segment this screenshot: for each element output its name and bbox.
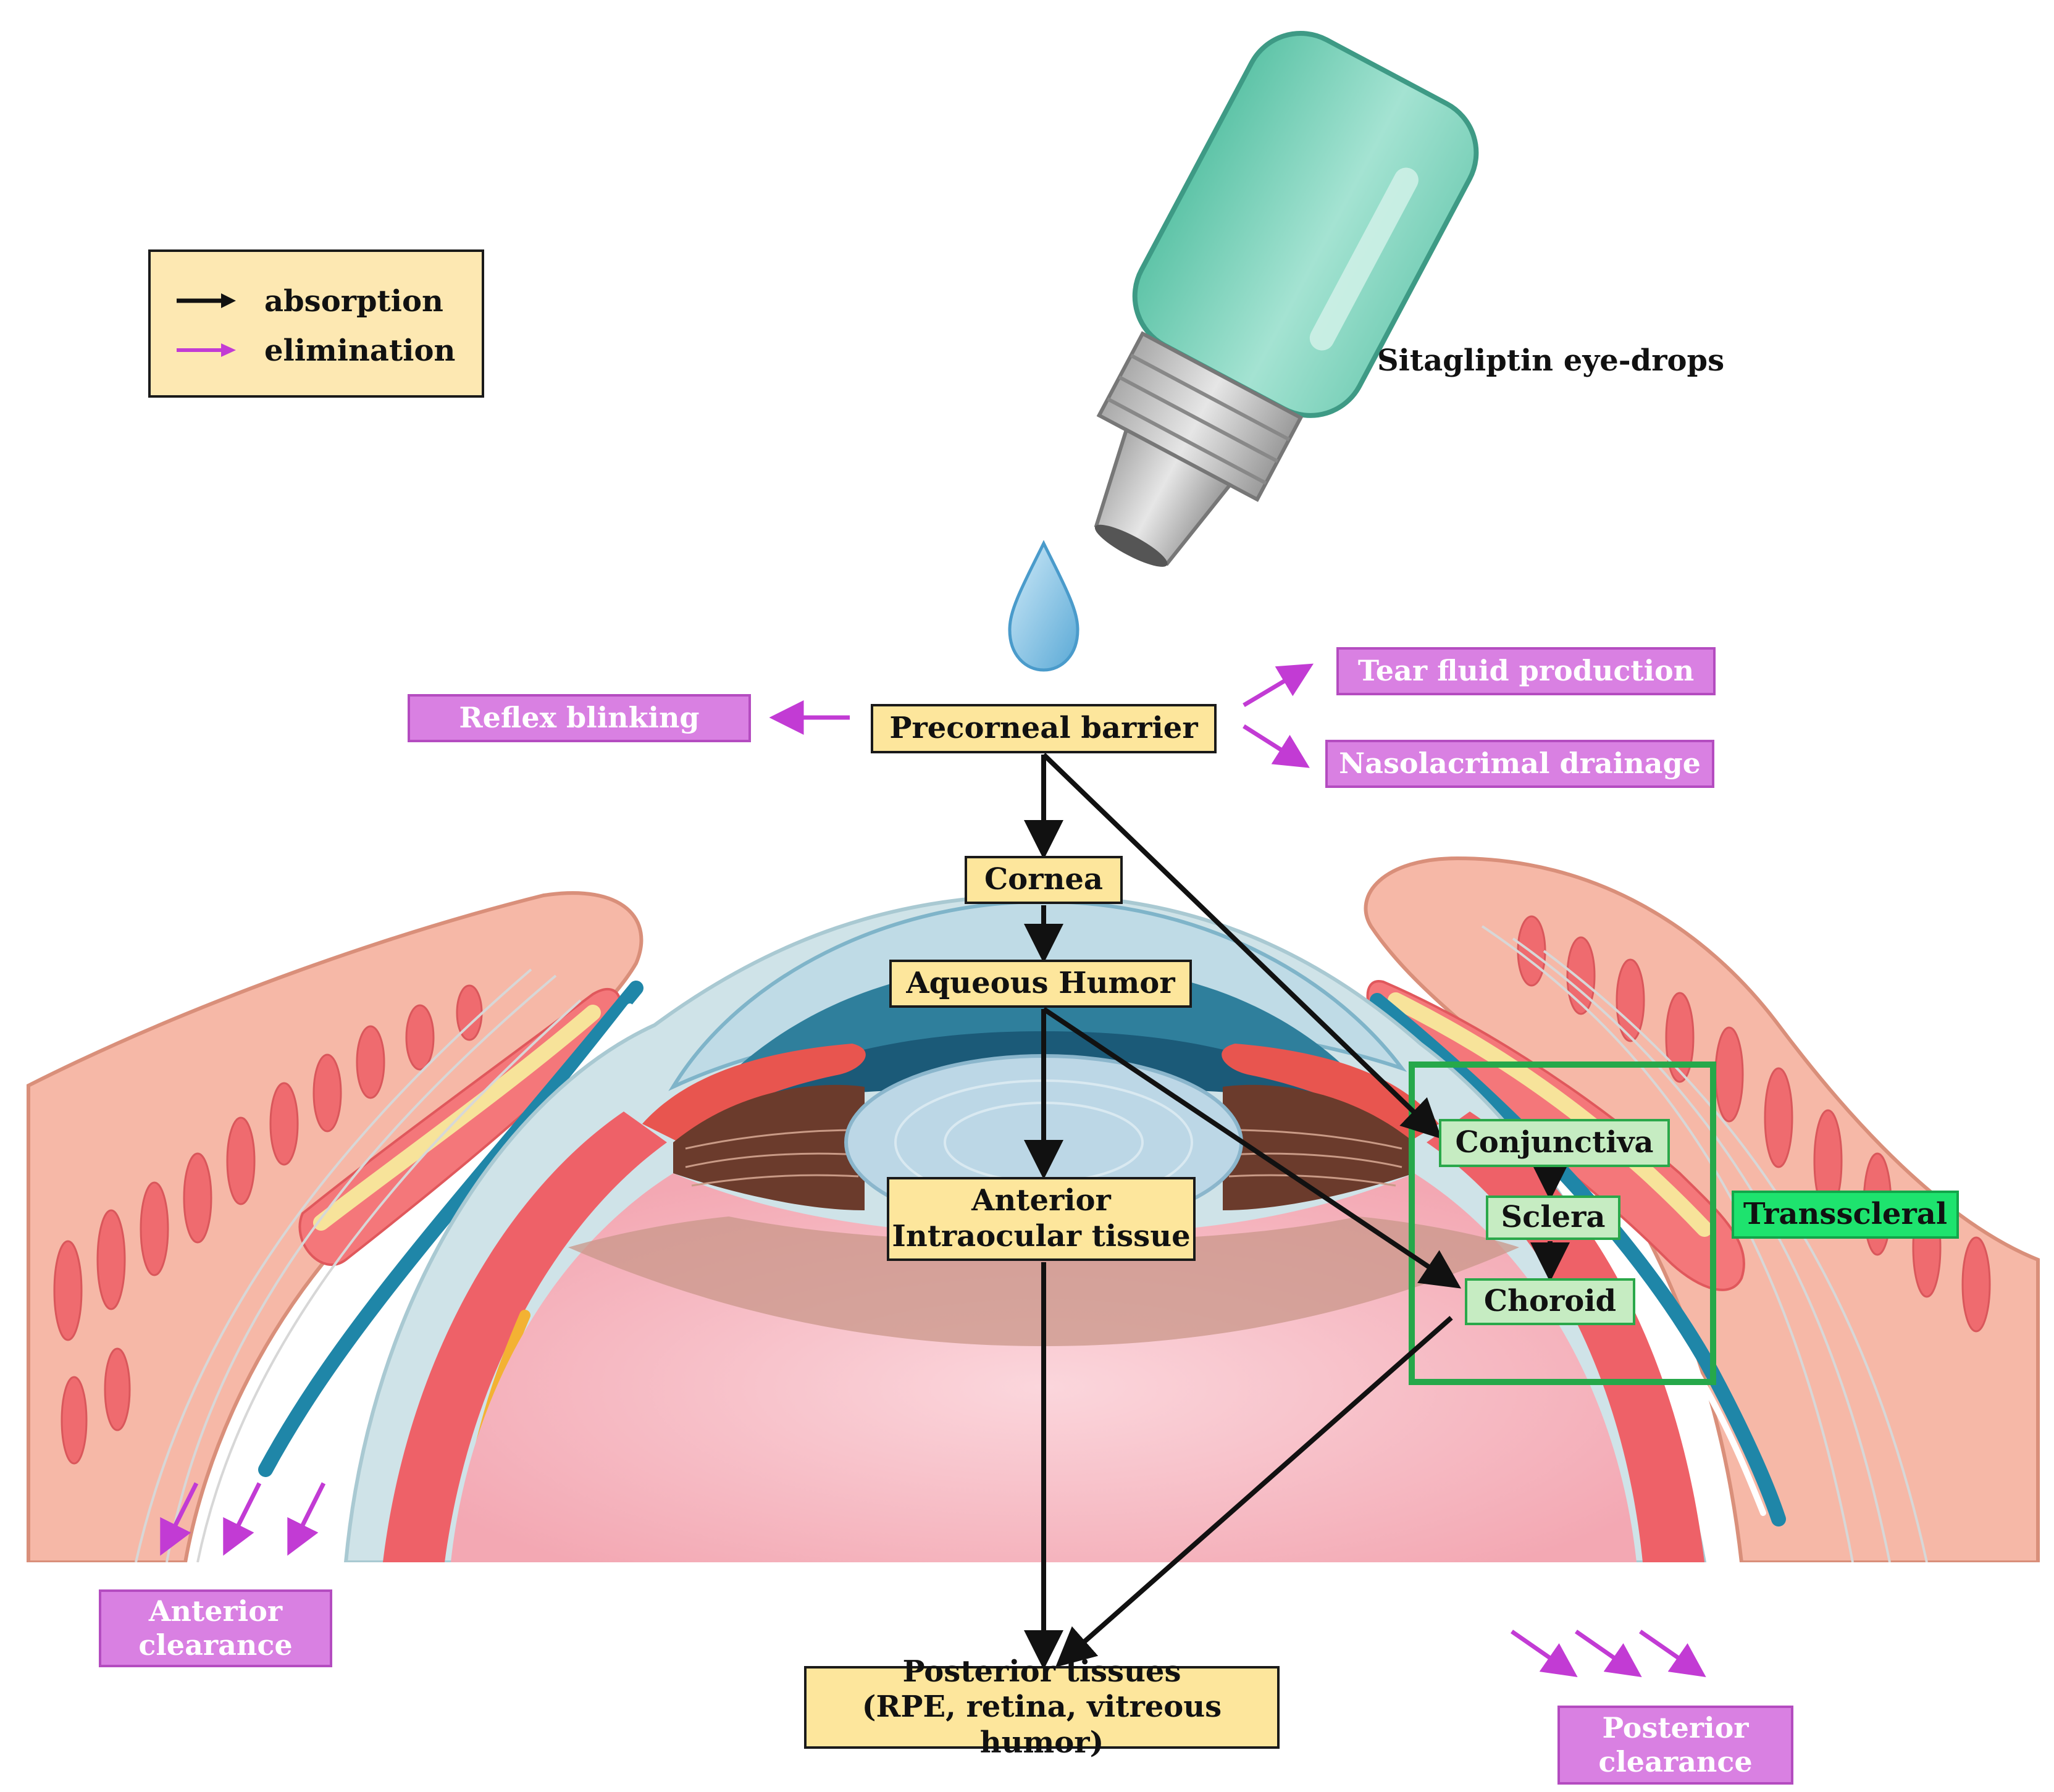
sclera-box: Sclera bbox=[1486, 1195, 1620, 1240]
legend-elimination: elimination bbox=[151, 331, 482, 368]
arrow-anterior-clearance-2 bbox=[223, 1482, 262, 1556]
arrow-posterior-clearance-1 bbox=[1511, 1630, 1578, 1677]
choroid-label: Choroid bbox=[1483, 1284, 1617, 1319]
posterior-clearance-line2: clearance bbox=[1598, 1745, 1753, 1778]
arrow-choroid-to-posterior bbox=[1055, 1316, 1453, 1667]
posterior-label-line2: (RPE, retina, vitreous humor) bbox=[861, 1689, 1222, 1760]
arrow-aqueous-to-choroid bbox=[1042, 1007, 1461, 1289]
posterior-label-line1: Posterior tissues bbox=[902, 1654, 1181, 1689]
upper-left-eyelid bbox=[27, 891, 643, 1564]
arrow-anterior-clearance-1 bbox=[160, 1482, 199, 1556]
posterior-clearance-line1: Posterior bbox=[1602, 1710, 1749, 1744]
nasolacrimal-box: Nasolacrimal drainage bbox=[1325, 740, 1714, 788]
cornea-label: Cornea bbox=[984, 862, 1104, 897]
aqueous-humor-box: Aqueous Humor bbox=[889, 960, 1192, 1008]
anterior-clearance-line2: clearance bbox=[138, 1628, 293, 1662]
product-label: Sitagliptin eye-drops bbox=[1377, 343, 1725, 378]
legend-elimination-label: elimination bbox=[264, 333, 456, 368]
tear-fluid-label: Tear fluid production bbox=[1357, 654, 1695, 688]
posterior-clearance-box: Posterior clearance bbox=[1557, 1706, 1793, 1785]
transscleral-frame bbox=[1409, 1061, 1716, 1385]
choroid-box: Choroid bbox=[1465, 1278, 1635, 1325]
reflex-blinking-label: Reflex blinking bbox=[459, 701, 700, 735]
cornea-box: Cornea bbox=[965, 856, 1123, 904]
arrow-anterior-clearance-3 bbox=[287, 1482, 326, 1556]
legend-absorption: absorption bbox=[151, 282, 482, 319]
anterior-clearance-box: Anterior clearance bbox=[99, 1589, 332, 1667]
anterior-clearance-line1: Anterior bbox=[148, 1594, 283, 1628]
arrow-precorneal-to-conjunctiva bbox=[1042, 753, 1442, 1139]
absorption-arrows bbox=[1024, 753, 1570, 1670]
anterior-intraocular-box: Anterior Intraocular tissue bbox=[887, 1177, 1196, 1261]
arrow-posterior-clearance-2 bbox=[1575, 1630, 1642, 1677]
precorneal-barrier-box: Precorneal barrier bbox=[871, 704, 1217, 753]
aqueous-humor-label: Aqueous Humor bbox=[906, 966, 1175, 1001]
eye-drop-bottle bbox=[1094, 31, 1479, 567]
precorneal-barrier-label: Precorneal barrier bbox=[889, 711, 1198, 746]
arrow-to-tear-fluid bbox=[1243, 663, 1314, 708]
sclera-label: Sclera bbox=[1501, 1200, 1606, 1235]
transscleral-label: Transscleral bbox=[1743, 1197, 1948, 1232]
legend: absorption elimination bbox=[148, 249, 484, 398]
elimination-arrows bbox=[160, 663, 1706, 1677]
arrow-to-nasolacrimal bbox=[1243, 724, 1310, 768]
anterior-label-line2: Intraocular tissue bbox=[892, 1219, 1191, 1254]
nasolacrimal-label: Nasolacrimal drainage bbox=[1339, 747, 1701, 781]
transscleral-label-box: Transscleral bbox=[1732, 1191, 1959, 1239]
anterior-label-line1: Anterior bbox=[971, 1183, 1111, 1218]
eye-drop-icon bbox=[1008, 540, 1079, 672]
posterior-tissues-box: Posterior tissues (RPE, retina, vitreous… bbox=[804, 1654, 1280, 1760]
magenta-arrow-icon bbox=[177, 343, 236, 357]
reflex-blinking-box: Reflex blinking bbox=[408, 694, 751, 742]
legend-absorption-label: absorption bbox=[264, 284, 443, 319]
black-arrow-icon bbox=[177, 293, 236, 308]
arrow-posterior-clearance-3 bbox=[1639, 1630, 1706, 1677]
conjunctiva-box: Conjunctiva bbox=[1439, 1119, 1670, 1167]
conjunctiva-label: Conjunctiva bbox=[1455, 1125, 1654, 1160]
tear-fluid-box: Tear fluid production bbox=[1336, 647, 1716, 695]
